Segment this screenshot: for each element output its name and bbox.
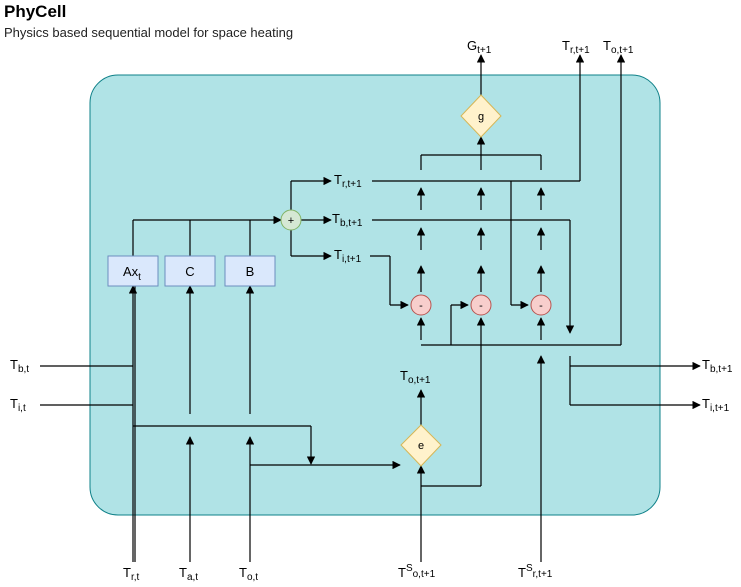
svg-text:C: C [185,264,194,279]
b-box: B [224,255,276,287]
ax-box: Axt [107,255,159,287]
minus-node-1: - [410,294,432,316]
svg-text:Axt: Axt [123,264,141,283]
minus-node-2: - [470,294,492,316]
phycell-container [89,74,661,516]
tso-bottom-label: TSo,t+1 [398,563,436,580]
svg-text:g: g [478,111,484,123]
diagram-subtitle: Physics based sequential model for space… [4,25,294,40]
svg-text:-: - [539,300,543,312]
e-diamond: e [400,424,442,467]
svg-text:-: - [419,300,423,312]
ti-input-label: Ti,t [10,396,26,414]
ti-right-label: Ti,t+1 [702,396,730,414]
svg-text:-: - [479,300,483,312]
to-output-label: To,t+1 [603,38,634,56]
tb-mid-label: Tb,t+1 [332,211,363,229]
tsr-bottom-label: TSr,t+1 [518,563,553,580]
to-bottom-label: To,t [239,565,258,583]
svg-text:e: e [418,440,424,452]
tr-mid-label: Tr,t+1 [334,172,362,190]
tb-input-label: Tb,t [10,357,29,375]
tr-output-label: Tr,t+1 [562,38,590,56]
c-box: C [164,255,216,287]
svg-text:+: + [288,215,294,227]
ti-mid-label: Ti,t+1 [334,247,362,265]
g-output-label: Gt+1 [467,38,492,56]
plus-node: + [280,209,302,231]
svg-text:B: B [246,264,255,279]
ta-bottom-label: Ta,t [179,565,198,583]
tr-bottom-label: Tr,t [123,565,140,583]
diagram-title: PhyCell [4,2,67,21]
tb-right-label: Tb,t+1 [702,357,733,375]
g-diamond: g [460,94,502,138]
minus-node-3: - [530,294,552,316]
to-mid-label: To,t+1 [400,368,431,386]
